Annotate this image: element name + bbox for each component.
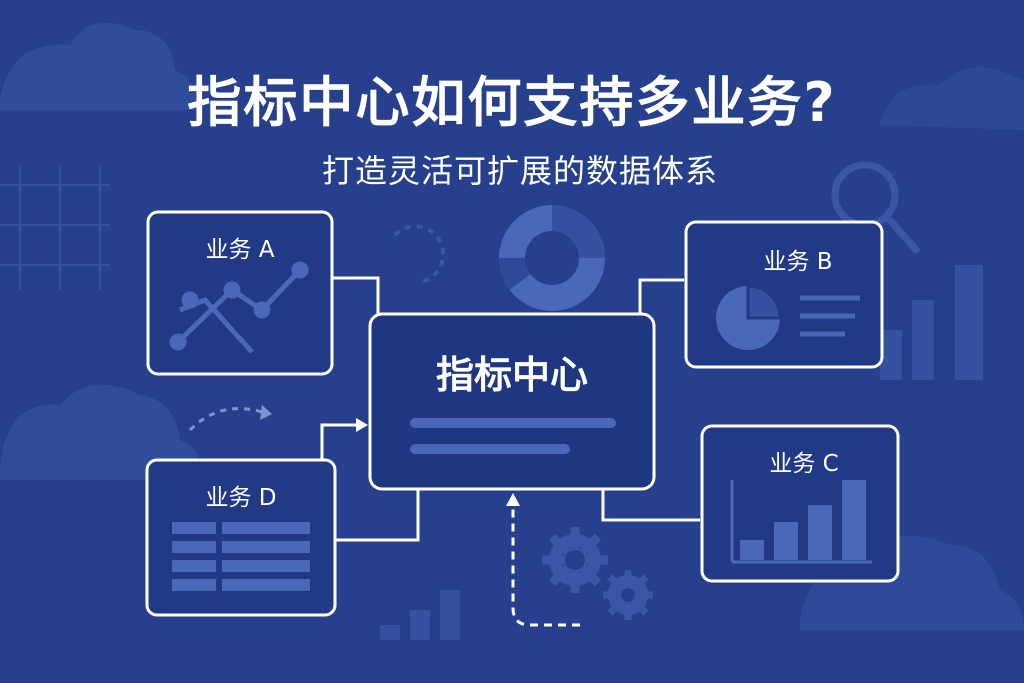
- node-c-label: 业务 C: [769, 451, 839, 477]
- connector-b-hub: [638, 278, 684, 320]
- node-a: [146, 210, 334, 376]
- node-b: [684, 220, 884, 369]
- cloud-icon: [0, 384, 201, 480]
- hub-node: [368, 312, 656, 491]
- cloud-icon: [800, 536, 1024, 630]
- connector-d-hub-arrow: [320, 423, 360, 462]
- cloud-icon: [0, 22, 196, 111]
- node-d-label: 业务 D: [205, 485, 277, 511]
- node-b-label: 业务 B: [763, 249, 833, 275]
- line-chart-icon: [169, 261, 309, 354]
- cloud-icon: [880, 67, 1024, 130]
- hub-label: 指标中心: [435, 353, 588, 397]
- pie-chart-icon: [716, 284, 782, 350]
- hub-line: [410, 418, 616, 428]
- connectors: [320, 276, 700, 627]
- connector-d-hub: [336, 488, 420, 542]
- bar-chart-icon: [880, 265, 983, 380]
- table-icon: [172, 522, 310, 591]
- node-a-label: 业务 A: [205, 237, 275, 263]
- dashed-input-line: [511, 505, 580, 627]
- page-subtitle: 打造灵活可扩展的数据体系: [321, 152, 718, 190]
- bar-chart-icon: [740, 480, 866, 560]
- arrow-head: [356, 418, 368, 432]
- hub-line: [410, 444, 570, 454]
- page-title: 指标中心如何支持多业务?: [187, 71, 837, 134]
- node-d: [145, 458, 337, 617]
- gear-icon: [542, 527, 608, 593]
- background-decor: [0, 22, 1024, 640]
- grid-decor: [0, 165, 110, 290]
- connector-c-hub: [601, 488, 700, 522]
- gear-icon: [603, 570, 653, 620]
- connector-a-hub: [333, 276, 380, 314]
- node-c: [700, 424, 900, 583]
- donut-chart-icon: [499, 205, 605, 311]
- bar-chart-icon: [380, 590, 460, 640]
- arrow-head: [506, 493, 520, 506]
- legend-lines-icon: [800, 295, 860, 337]
